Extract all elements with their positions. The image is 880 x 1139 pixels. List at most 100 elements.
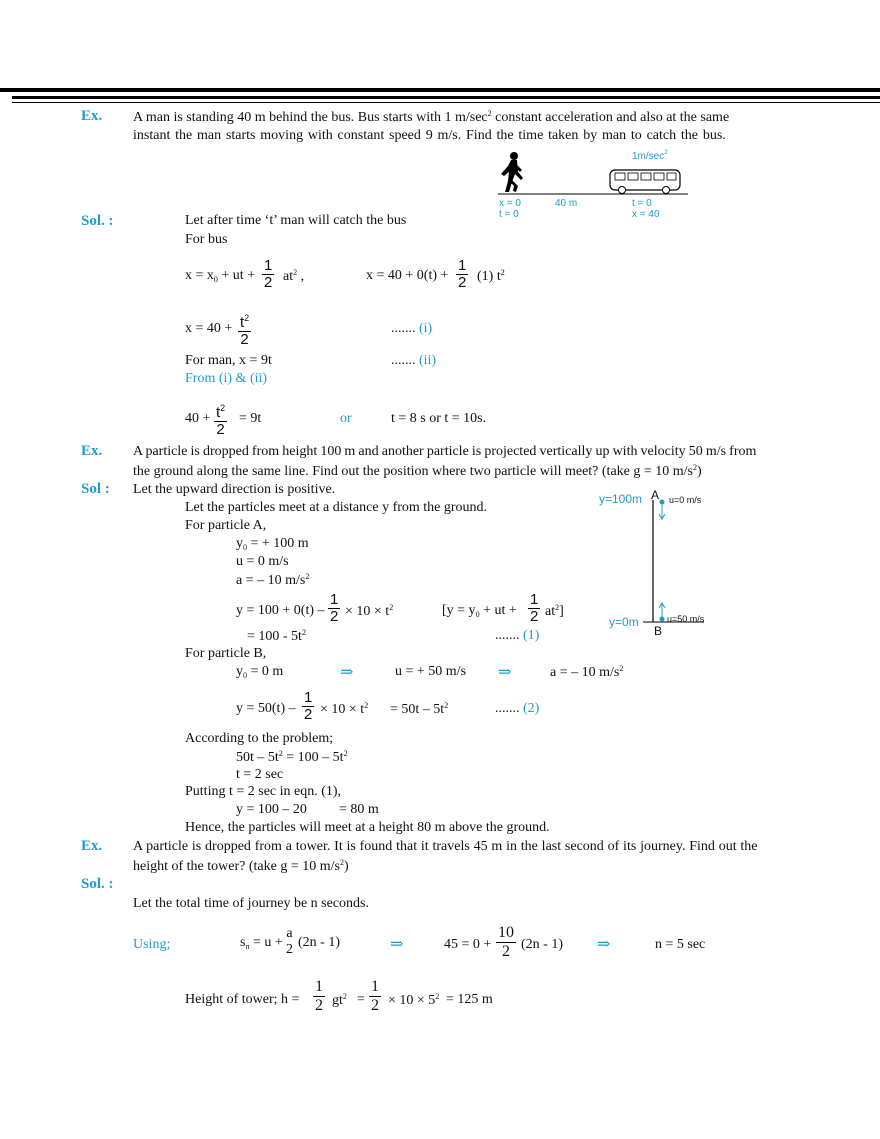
sol3-h-mid: gt2 <box>332 992 347 1009</box>
sol2-label: Sol : <box>81 481 110 497</box>
sol2-p2: t = 2 sec <box>236 767 284 782</box>
sol1-from: From (i) & (ii) <box>185 371 268 386</box>
s3-hf1n: 1 <box>313 978 325 997</box>
sol2-eqA2: = 100 - 5t2 <box>247 628 306 645</box>
sol2-line3: For particle A, <box>185 518 267 533</box>
sol2-line7: Hence, the particles will meet at a heig… <box>185 820 550 835</box>
sol2-eqB-left: y = 50(t) – <box>236 701 296 716</box>
s2-eAb: × 10 × t <box>345 604 390 619</box>
fig1-bus-t: t = 0 <box>632 198 652 209</box>
sol3-s-right: (2n - 1) <box>298 935 340 950</box>
s2-brsub: 0 <box>475 610 480 619</box>
s3-e2fd: 2 <box>502 943 510 960</box>
s2-eBb: × 10 × t <box>320 702 365 717</box>
sol1-final-frac: t2 2 <box>214 400 228 438</box>
sol3-using: Using; <box>133 937 171 952</box>
ex3-q2sup: 2 <box>339 858 344 867</box>
sol3-h-left: Height of tower; h = <box>185 992 300 1007</box>
sol2-line1: Let the upward direction is positive. <box>133 482 336 497</box>
bus-icon <box>609 169 681 194</box>
sol2-arrow1: ⇒ <box>340 664 354 681</box>
s1-e2sup: 2 <box>500 268 505 277</box>
sol3-e2-left: 45 = 0 + <box>444 937 492 952</box>
s2-brd: ] <box>559 604 564 619</box>
s1-e1a: x = x <box>185 268 214 283</box>
s2-by: y <box>236 664 243 679</box>
sol2-arrow2: ⇒ <box>498 664 512 681</box>
sol2-eqA2-ref: ....... (1) <box>495 628 539 644</box>
s2-p1sup2: 2 <box>343 749 348 758</box>
sol2-a-y0: y0 = + 100 m <box>236 536 309 552</box>
s3-sfn: a <box>286 926 293 941</box>
sol3-s-left: sn = u + <box>240 935 283 951</box>
fig2-u-a: u=0 m/s <box>669 495 702 505</box>
s1-f3n-sup: 2 <box>244 313 250 323</box>
header-rule-thin <box>12 102 880 103</box>
s2-ayv: = + 100 m <box>247 536 309 551</box>
s3-hf2d: 2 <box>371 997 379 1014</box>
s1-mdots: ....... <box>391 353 416 368</box>
fig1-accel-text: 1m/sec <box>632 151 665 162</box>
s1-e3dots: ....... <box>391 321 416 336</box>
s2-fAn: 1 <box>328 591 341 609</box>
sol2-line6: Putting t = 2 sec in eqn. (1), <box>185 784 342 799</box>
s2-brsup: 2 <box>555 603 560 612</box>
s2-brc: at <box>545 604 556 619</box>
s2-eA2sup: 2 <box>301 628 306 637</box>
s2-aaccsup: 2 <box>305 572 310 581</box>
s2-aacc: a = – 10 m/s <box>236 573 306 588</box>
sol2-eqB-ref: ....... (2) <box>495 701 539 717</box>
s1-e1d: , <box>297 269 305 284</box>
ex2-q2b: ) <box>697 464 702 479</box>
sol3-s-frac: a 2 <box>284 926 295 958</box>
s2-bysub: 0 <box>243 671 247 680</box>
s3-hf2n: 1 <box>369 978 381 997</box>
sol2-eqA-left: y = 100 + 0(t) – <box>236 603 325 618</box>
s1-f3n: t2 <box>238 310 252 332</box>
ex1-question-line2: instant the man starts moving with const… <box>133 128 726 143</box>
sol2-line5: According to the problem; <box>185 731 334 746</box>
s3-sa: s <box>240 935 246 950</box>
up-arrow-icon <box>658 602 666 622</box>
s2-baccsup: 2 <box>619 664 624 673</box>
running-man-icon <box>501 152 523 192</box>
sol1-man-ref: ....... (ii) <box>391 353 436 369</box>
s2-bacc: a = – 10 m/s <box>550 665 620 680</box>
sol2-a-u: u = 0 m/s <box>236 554 289 569</box>
s1-e1c: at <box>283 269 294 284</box>
sol3-e2-frac: 10 2 <box>496 924 516 961</box>
s1-f2d: 2 <box>458 274 467 291</box>
fig2-point-b: B <box>654 624 663 638</box>
s3-sb: = u + <box>249 935 283 950</box>
ex3-label: Ex. <box>81 838 103 854</box>
sol2-p3a: y = 100 – 20 <box>236 802 307 817</box>
sol2-b-y0: y0 = 0 m <box>236 664 283 680</box>
s2-p1sup1: 2 <box>278 749 283 758</box>
s2-eBc: = 50t – 5t <box>390 702 445 717</box>
s2-eBdots: ....... <box>495 701 520 716</box>
fig2-point-a: A <box>651 488 660 502</box>
sol2-b-u: u = + 50 m/s <box>395 664 467 679</box>
ex1-q1b: constant acceleration and also at the sa… <box>491 110 730 125</box>
sol2-b-acc: a = – 10 m/s2 <box>550 664 623 681</box>
tower-figure <box>643 499 704 623</box>
ex1-question-line1: A man is standing 40 m behind the bus. B… <box>133 109 776 126</box>
s1-f4n-t: t <box>216 404 221 421</box>
s2-fAd: 2 <box>330 608 339 625</box>
down-arrow-icon <box>658 499 666 520</box>
sol2-p1: 50t – 5t2 = 100 – 5t2 <box>236 749 348 766</box>
fig1-gap: 40 m <box>555 198 578 209</box>
ex3-q2a: height of the tower? (take g = 10 m/s <box>133 859 340 874</box>
ex2-label: Ex. <box>81 443 103 459</box>
sol3-e3: n = 5 sec <box>655 937 706 952</box>
sol3-arrow2: ⇒ <box>597 936 611 953</box>
sol1-man-eq: For man, x = 9t <box>185 353 272 368</box>
ex2-question-line2: the ground along the same line. Find out… <box>133 463 702 480</box>
s2-fCn: 1 <box>302 689 315 707</box>
s3-sfd: 2 <box>286 942 293 957</box>
s2-ay: y <box>236 536 243 551</box>
sol2-eqB-frac: 1 2 <box>302 689 315 723</box>
ex1-label: Ex. <box>81 108 103 124</box>
s1-f1n: 1 <box>262 257 275 275</box>
s2-p1a: 50t – 5t <box>236 750 279 765</box>
